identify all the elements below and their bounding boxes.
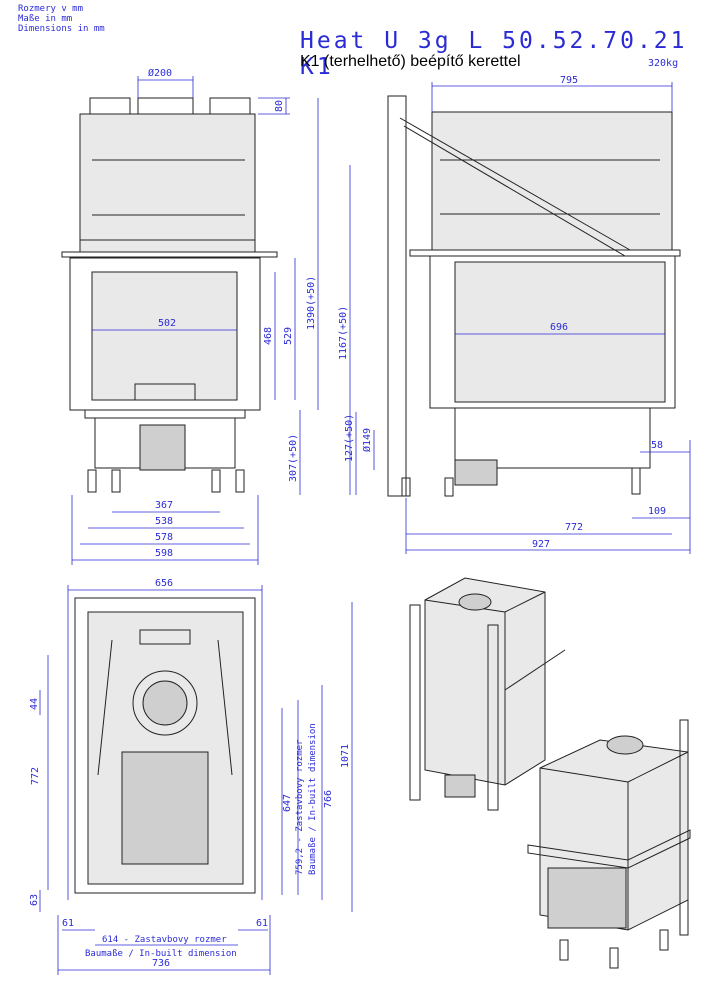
front-top-bracket-left — [89, 97, 131, 117]
top-flue-opening — [142, 680, 188, 726]
iso-front-plate — [527, 829, 691, 869]
dim-side-109: 109 — [648, 506, 666, 517]
dim-top-61-left: 61 — [62, 918, 74, 929]
dim-front-538: 538 — [155, 516, 173, 527]
front-air-inlet — [139, 424, 186, 471]
dim-top-772: 772 — [30, 767, 41, 785]
dim-side-927: 927 — [532, 539, 550, 550]
dim-side-772: 772 — [565, 522, 583, 533]
dim-front-578: 578 — [155, 532, 173, 543]
dim-top-614: 614 - Zastavbovy rozmer — [102, 935, 227, 945]
front-flue-collar — [137, 97, 194, 115]
iso-front-glass — [547, 867, 627, 929]
dim-front-598: 598 — [155, 548, 173, 559]
front-upper-body — [79, 113, 256, 253]
dim-top-736: 736 — [152, 958, 170, 969]
front-door-handle — [134, 383, 196, 401]
dim-front-307: 307(+50) — [288, 434, 299, 482]
side-view: 795 1167(+50) 696 127(+50) Ø149 58 109 7… — [338, 75, 691, 554]
side-upper-body — [431, 111, 673, 251]
side-support-strut — [399, 117, 631, 251]
dim-top-614-note: Baumaße / In-built dimension — [85, 949, 237, 959]
dim-top-63: 63 — [29, 894, 40, 906]
front-view: Ø200 80 502 468 529 1390(+50) 307(+50) 3… — [61, 67, 319, 565]
dim-front-502: 502 — [158, 318, 176, 329]
dim-top-647: 647 — [282, 794, 293, 812]
front-mount-plate — [61, 251, 278, 258]
dim-front-529: 529 — [283, 327, 294, 345]
dim-side-1167: 1167(+50) — [338, 306, 349, 360]
units-cz: Rozmery v mm — [18, 4, 84, 14]
dim-flue-diameter: Ø200 — [148, 67, 172, 79]
top-firebox-opening — [121, 751, 209, 865]
iso-rear-air-inlet — [444, 774, 476, 798]
units-note: Rozmery v mm Maße in mm Dimensions in mm — [18, 4, 105, 34]
side-base — [454, 407, 651, 469]
iso-rear-body — [424, 577, 546, 786]
side-air-inlet — [454, 459, 498, 486]
dim-side-696: 696 — [550, 322, 568, 333]
side-rear-post — [387, 95, 407, 497]
dim-top-44: 44 — [29, 698, 40, 710]
units-en: Dimensions in mm — [18, 24, 105, 34]
dim-side-58: 58 — [651, 440, 663, 451]
top-outline — [74, 597, 256, 894]
side-mount-plate — [409, 249, 681, 257]
model-subtitle: K1 (terhelhető) beépítő kerettel — [300, 53, 521, 70]
dim-front-80: 80 — [274, 100, 285, 112]
side-glass — [454, 261, 666, 403]
dim-front-367: 367 — [155, 500, 173, 511]
weight-label: 320kg — [648, 58, 679, 69]
dim-top-656: 656 — [155, 578, 173, 589]
dim-side-795: 795 — [560, 75, 578, 86]
dim-top-766: 766 — [323, 790, 334, 808]
dim-top-1071: 1071 — [340, 744, 351, 768]
dim-side-149: Ø149 — [361, 428, 373, 452]
dim-top-759: 759,2 - Zastavbovy rozmer — [295, 739, 305, 875]
units-de: Maße in mm — [18, 14, 73, 24]
top-bracket — [139, 629, 191, 645]
dim-top-61-right: 61 — [256, 918, 268, 929]
dim-front-468: 468 — [263, 327, 274, 345]
iso-rear-flue — [458, 593, 492, 611]
front-top-bracket-right — [209, 97, 251, 117]
dim-top-759-note: Baumaße / In-built dimension — [308, 723, 318, 875]
dim-front-1390: 1390(+50) — [306, 276, 317, 330]
iso-view-front — [527, 719, 691, 969]
front-glass — [91, 271, 238, 401]
model-title: Heat U 3g L 50.52.70.21 K1 — [300, 28, 688, 80]
dim-side-127: 127(+50) — [344, 414, 355, 462]
iso-front-flue — [606, 735, 644, 755]
iso-view-rear — [409, 577, 566, 811]
top-view: 656 44 772 63 647 759,2 - Zastavbovy roz… — [29, 578, 353, 975]
